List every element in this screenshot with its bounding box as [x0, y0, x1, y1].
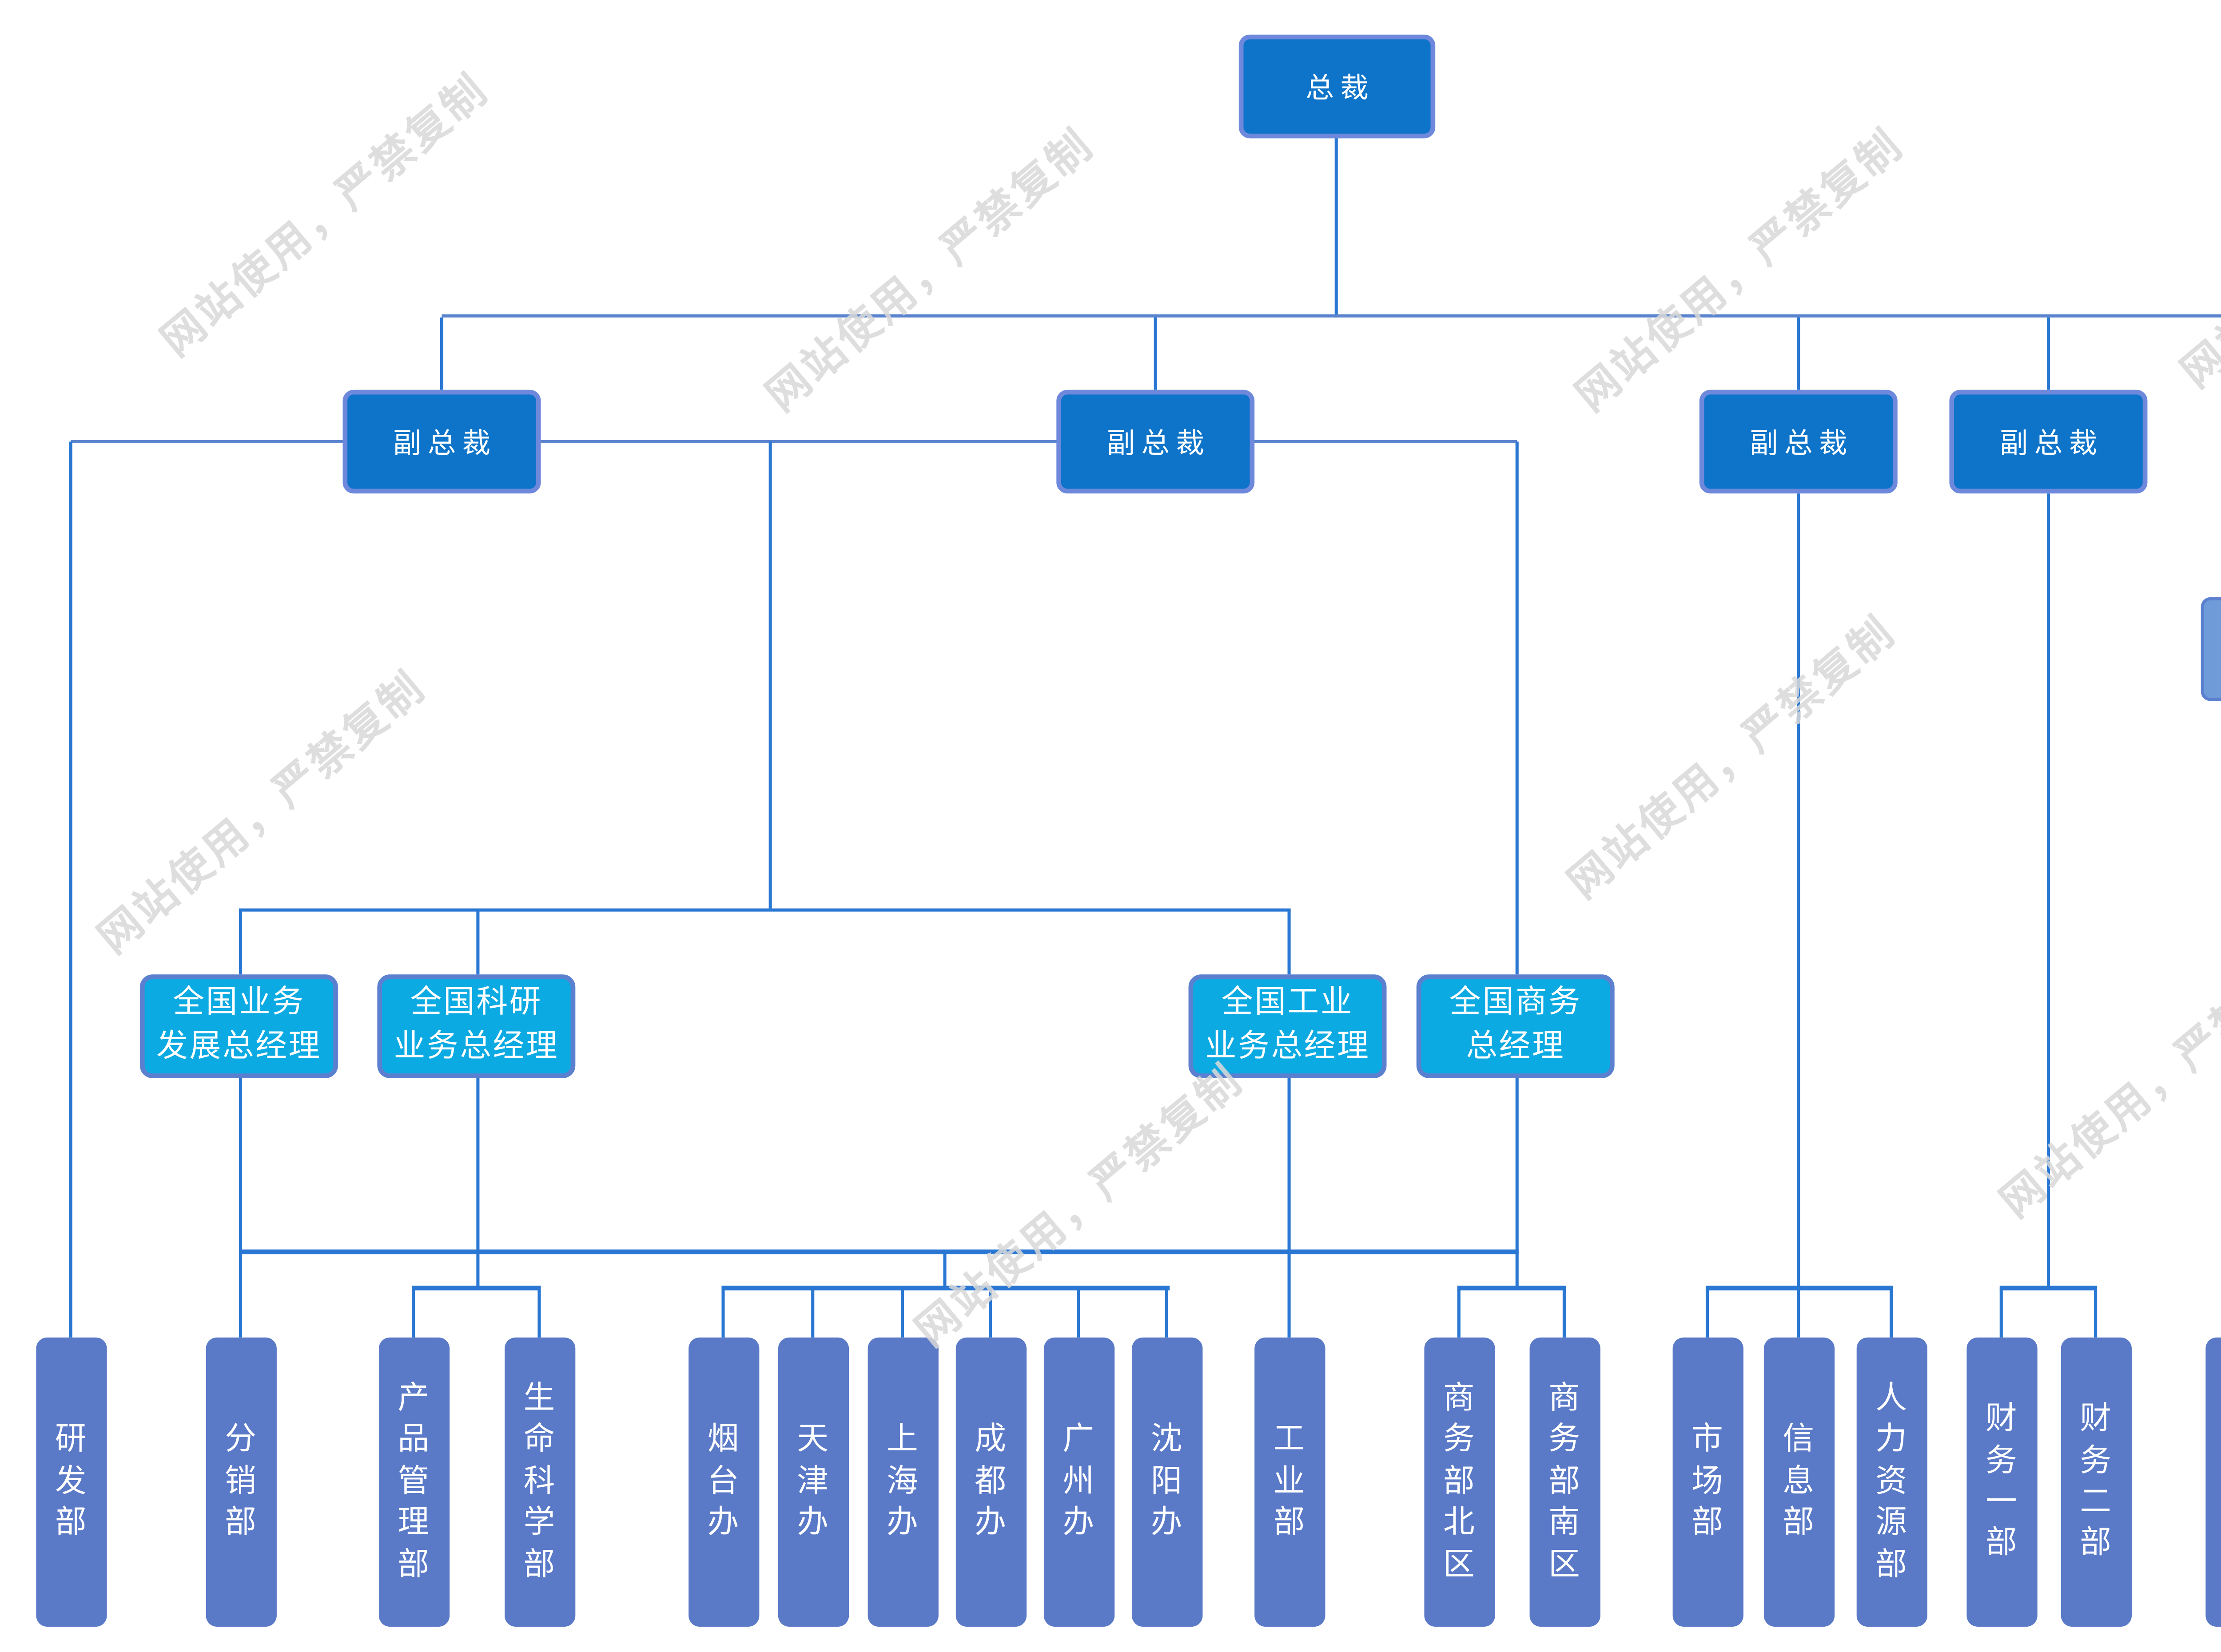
- node-label: 人力资源部: [1875, 1381, 1907, 1582]
- dept-rd[interactable]: 研发部: [35, 1337, 106, 1627]
- node-vice-president-3[interactable]: 副总裁: [1699, 389, 1898, 494]
- connector-line: [1457, 1285, 1566, 1291]
- connector-line: [239, 1078, 243, 1338]
- dept-industry[interactable]: 工业部: [1254, 1337, 1325, 1627]
- node-label: 商务部北区: [1443, 1381, 1475, 1582]
- node-label: 工业部: [1273, 1423, 1305, 1541]
- connector-line: [412, 1289, 415, 1338]
- connector-line: [1287, 1078, 1291, 1338]
- connector-line: [2046, 493, 2050, 1286]
- connector-line: [239, 1249, 1519, 1255]
- dept-marketing[interactable]: 市场部: [1672, 1337, 1743, 1627]
- dept-commerce-south[interactable]: 商务部南区: [1528, 1337, 1600, 1627]
- connector-line: [1334, 138, 1338, 318]
- node-label: 烟台办: [707, 1423, 739, 1541]
- node-label: 全国商务 总经理: [1449, 986, 1582, 1064]
- connector-line: [1797, 317, 1800, 390]
- connector-line: [1705, 1289, 1709, 1338]
- node-vice-president-2[interactable]: 副总裁: [1056, 389, 1255, 494]
- connector-line: [1154, 317, 1157, 390]
- node-label: 总裁: [1306, 72, 1375, 104]
- connector-line: [1999, 1289, 2003, 1338]
- connector-line: [1999, 1285, 2098, 1291]
- connector-line: [1562, 1289, 1566, 1338]
- node-gm-business-development[interactable]: 全国业务 发展总经理: [139, 974, 338, 1078]
- connector-line: [1077, 1289, 1080, 1338]
- connector-line: [2046, 317, 2050, 390]
- dept-shenyang-office[interactable]: 沈阳办: [1131, 1337, 1202, 1627]
- connector-line: [1515, 441, 1519, 975]
- dept-shanghai-office[interactable]: 上海办: [867, 1337, 938, 1627]
- connector-line: [2094, 1289, 2098, 1338]
- connector-line: [811, 1289, 815, 1338]
- dept-product-management[interactable]: 产品管理部: [378, 1337, 449, 1627]
- connector-line: [69, 441, 72, 1338]
- node-gm-commerce[interactable]: 全国商务 总经理: [1416, 974, 1615, 1078]
- connector-line: [1515, 1078, 1519, 1286]
- connector-line: [1287, 910, 1291, 975]
- connector-line: [442, 314, 2221, 318]
- connector-line: [541, 440, 1517, 444]
- node-label: 财务二部: [2080, 1402, 2112, 1561]
- connector-line: [1705, 1285, 1893, 1291]
- node-gm-industry[interactable]: 全国工业 业务总经理: [1188, 974, 1387, 1078]
- node-label: 财务一部: [1985, 1402, 2017, 1561]
- connector-line: [1165, 1289, 1168, 1338]
- node-vice-president-4[interactable]: 副总裁: [1949, 389, 2148, 494]
- connector-line: [476, 1078, 480, 1286]
- dept-yantai-office[interactable]: 烟台办: [688, 1337, 759, 1627]
- node-label: 副总裁: [1999, 427, 2104, 459]
- node-assistant[interactable]: 总裁助理: [2201, 597, 2221, 701]
- node-label: 副总裁: [1750, 427, 1854, 459]
- node-label: 沈阳办: [1150, 1423, 1182, 1541]
- dept-general-office[interactable]: 办公室: [2205, 1337, 2221, 1627]
- dept-commerce-north[interactable]: 商务部北区: [1423, 1337, 1494, 1627]
- node-label: 分销部: [225, 1423, 256, 1541]
- node-vice-president-1[interactable]: 副总裁: [342, 389, 541, 494]
- node-label: 全国工业 业务总经理: [1205, 986, 1370, 1064]
- connector-line: [721, 1285, 1170, 1291]
- node-label: 研发部: [55, 1423, 87, 1541]
- node-label: 信息部: [1783, 1423, 1815, 1541]
- dept-chengdu-office[interactable]: 成都办: [955, 1337, 1026, 1627]
- connector-line: [721, 1289, 725, 1338]
- connector-line: [476, 910, 480, 975]
- node-label: 市场部: [1692, 1423, 1723, 1541]
- dept-life-science[interactable]: 生命科学部: [504, 1337, 575, 1627]
- node-gm-research[interactable]: 全国科研 业务总经理: [377, 974, 576, 1078]
- connector-line: [989, 1289, 992, 1338]
- node-label: 全国科研 业务总经理: [394, 986, 559, 1064]
- connector-line: [537, 1289, 541, 1338]
- connector-line: [943, 1252, 947, 1286]
- dept-information[interactable]: 信息部: [1763, 1337, 1834, 1627]
- node-label: 副总裁: [1107, 427, 1211, 459]
- dept-finance-1[interactable]: 财务一部: [1966, 1337, 2037, 1627]
- dept-tianjin-office[interactable]: 天津办: [777, 1337, 848, 1627]
- connector-line: [412, 1285, 541, 1291]
- node-label: 副总裁: [393, 427, 497, 459]
- connector-line: [900, 1289, 904, 1338]
- node-label: 广州办: [1063, 1423, 1095, 1541]
- connector-line: [1797, 493, 1800, 1338]
- dept-distribution[interactable]: 分销部: [205, 1337, 276, 1627]
- node-label: 商务部南区: [1548, 1381, 1580, 1582]
- node-label: 生命科学部: [523, 1381, 555, 1582]
- connector-line: [239, 908, 1291, 912]
- dept-finance-2[interactable]: 财务二部: [2060, 1337, 2131, 1627]
- node-label: 上海办: [887, 1423, 918, 1541]
- dept-hr[interactable]: 人力资源部: [1855, 1337, 1927, 1627]
- node-label: 成都办: [975, 1423, 1007, 1541]
- connector-line: [1889, 1289, 1893, 1338]
- node-label: 全国业务 发展总经理: [156, 986, 322, 1064]
- connector-line: [71, 440, 345, 444]
- connector-line: [1457, 1289, 1461, 1338]
- connector-line: [440, 317, 444, 390]
- dept-guangzhou-office[interactable]: 广州办: [1043, 1337, 1114, 1627]
- node-label: 天津办: [797, 1423, 829, 1541]
- connector-line: [768, 441, 772, 909]
- node-president[interactable]: 总裁: [1238, 34, 1436, 139]
- node-label: 产品管理部: [398, 1381, 430, 1582]
- connector-line: [239, 910, 243, 975]
